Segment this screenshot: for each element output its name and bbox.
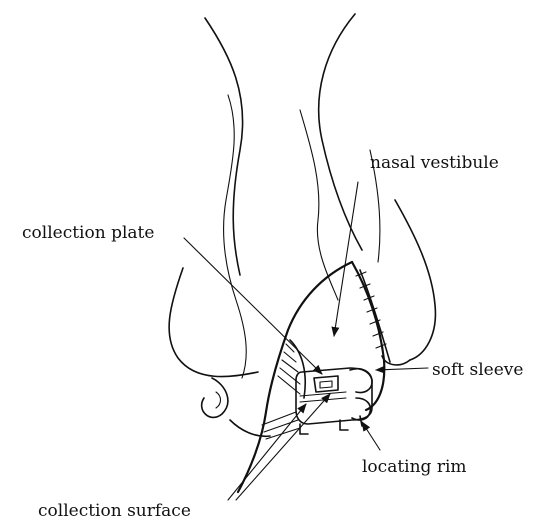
left-nostril-curl [202, 378, 228, 417]
label-nasal-vestibule: nasal vestibule [370, 153, 499, 173]
label-collection-surface: collection surface [38, 501, 191, 521]
label-collection-plate: collection plate [22, 223, 154, 243]
nasal-vestibule-leader [334, 182, 358, 336]
right-ala-outer [395, 200, 435, 360]
collection-surface-leader-2 [236, 394, 330, 500]
left-ala-outer [169, 268, 258, 377]
collection-plate-slot [320, 381, 332, 388]
locating-rim-leader [362, 422, 380, 450]
left-nostril-curl-inner [216, 392, 221, 408]
label-locating-rim: locating rim [362, 457, 467, 477]
collection-surface-shape [300, 392, 346, 402]
collection-surface-leader-1 [228, 404, 306, 500]
sampler-device [262, 368, 372, 439]
right-inner-contour [300, 110, 338, 300]
left-inner-contour [224, 95, 247, 378]
soft-sleeve-shape [350, 369, 372, 420]
right-ala-curl [382, 356, 410, 365]
collection-plate-shape [314, 376, 338, 392]
vestibule-left-wall-inner [290, 340, 305, 398]
label-soft-sleeve: soft sleeve [432, 360, 523, 380]
leader-lines [184, 182, 428, 500]
vestibule-right-hatching [356, 272, 386, 348]
nose-outline [169, 14, 435, 436]
right-bridge-line [319, 14, 362, 250]
